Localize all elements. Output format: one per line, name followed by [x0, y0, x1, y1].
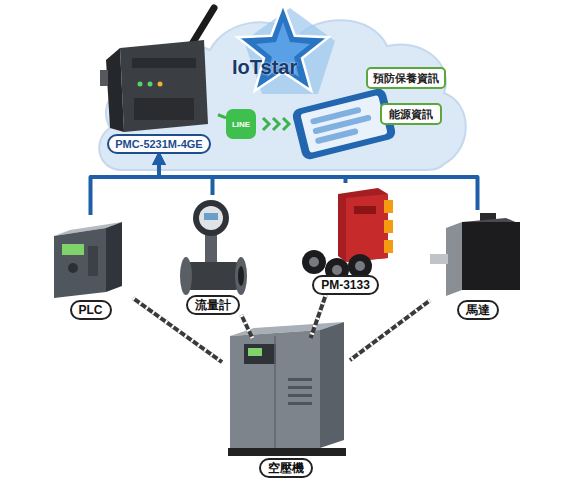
meter-display — [204, 213, 218, 220]
compressor-base — [228, 448, 346, 456]
cloud-title: IoTstar — [232, 56, 297, 79]
meter-neck — [205, 232, 217, 264]
mount-ear — [100, 70, 108, 86]
info-label: 能源資訊 — [389, 107, 433, 122]
compressor-front — [230, 330, 320, 452]
device-node: 流量計 — [175, 195, 250, 315]
door-seam — [274, 336, 276, 448]
plc-front — [54, 228, 106, 298]
pm-front — [346, 194, 388, 262]
cloud-outline — [99, 20, 466, 170]
control-panel — [244, 344, 276, 364]
line-stripes — [241, 315, 252, 338]
equipment-link — [350, 300, 430, 360]
gateway-device: PMC-5231M-4GE — [100, 28, 218, 154]
meter-pipe — [187, 262, 239, 290]
ct-hole — [309, 257, 319, 267]
equipment-link — [241, 315, 252, 338]
device-node: PLC — [48, 215, 133, 320]
plc-screen — [62, 244, 84, 255]
ct-hole — [355, 261, 365, 271]
plc-side — [106, 222, 122, 292]
cloud-node: IoTstarPMC-5231M-4GE LINE 預防保養資訊能源資訊 — [92, 8, 472, 174]
device-label: PLC — [70, 300, 112, 320]
pm-terminal — [384, 200, 393, 213]
vent — [288, 378, 312, 381]
meter-bore — [238, 266, 244, 286]
info-tag: 預防保養資訊 — [366, 67, 446, 89]
device-label: 空壓機 — [259, 458, 313, 478]
plc-keys — [88, 246, 98, 276]
pm-terminal — [384, 220, 393, 233]
antenna — [192, 8, 214, 44]
vent — [288, 386, 312, 389]
equipment-line — [241, 315, 252, 338]
vent — [288, 402, 312, 405]
ct-clamp — [302, 250, 326, 274]
app-icon: LINE — [226, 109, 256, 139]
info-tag: 能源資訊 — [380, 103, 442, 125]
device-label: PM-3133 — [312, 275, 379, 295]
pm-side — [338, 188, 388, 262]
motor-top — [462, 218, 520, 228]
motor-connector — [480, 213, 496, 223]
panel-screen — [248, 348, 262, 356]
meter-flange — [180, 257, 192, 295]
vent — [288, 394, 312, 397]
line-stripes — [311, 295, 326, 338]
equipment-link — [311, 295, 326, 338]
compressor-side — [320, 322, 344, 448]
info-label: 預防保養資訊 — [373, 71, 439, 86]
equipment-line — [350, 300, 430, 360]
device-label: 馬達 — [457, 300, 499, 320]
motor-flange — [446, 222, 462, 296]
motor-shaft — [430, 254, 448, 264]
meter-face — [199, 206, 223, 230]
equipment-line — [311, 295, 326, 338]
motor-body — [462, 222, 520, 290]
device-label: 流量計 — [186, 295, 240, 315]
pm-window — [354, 206, 376, 214]
pm-terminal — [384, 240, 393, 253]
meter-flange — [235, 257, 247, 295]
device-node: PM-3133 — [298, 183, 393, 295]
plc-top — [54, 222, 122, 236]
device-node: 馬達 — [430, 210, 525, 320]
line-stripes — [350, 300, 430, 360]
plc-knob — [68, 263, 78, 273]
compressor-top — [230, 322, 344, 336]
app-label: LINE — [232, 120, 250, 129]
meter-head — [193, 200, 229, 236]
device-node: 空壓機 — [222, 338, 350, 478]
ct-hole — [332, 265, 342, 275]
device-label: PMC-5231M-4GE — [107, 134, 210, 154]
